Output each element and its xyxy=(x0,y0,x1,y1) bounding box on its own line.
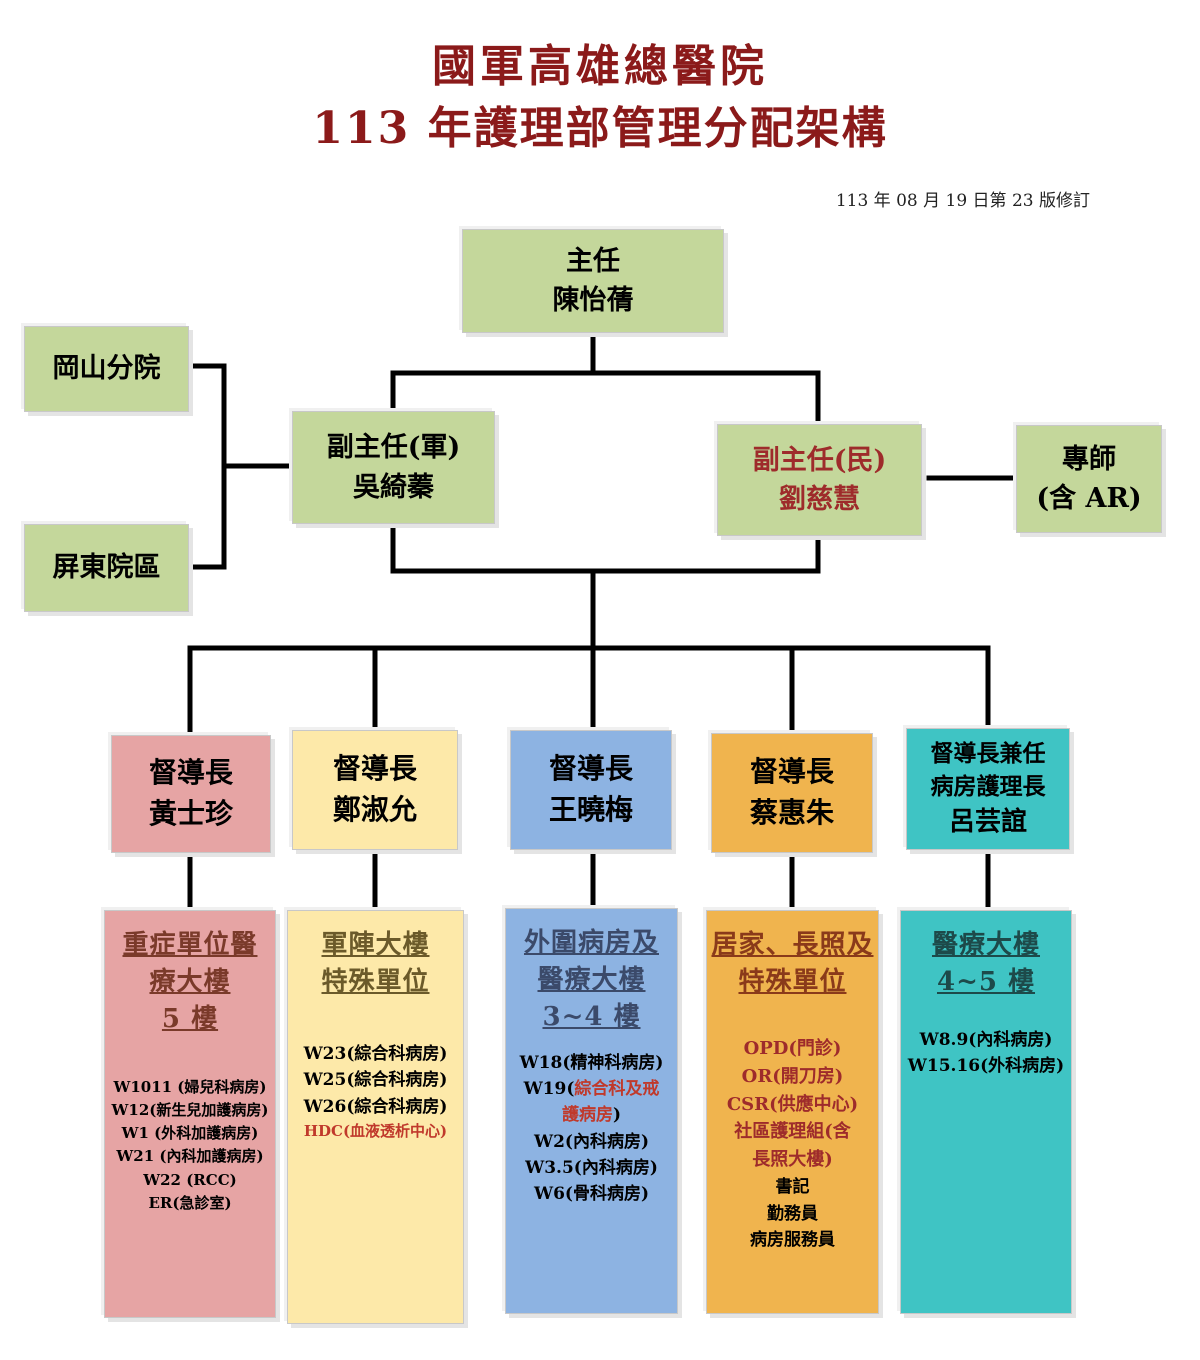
unit-1-item: ER(急診室) xyxy=(148,1193,232,1212)
revision-note: 113 年 08 月 19 日第 23 版修訂 xyxy=(835,191,1090,211)
title-chart: 113 年護理部管理分配架構 xyxy=(312,103,888,154)
unit-1-item: W1 (外科加護病房) xyxy=(121,1124,259,1143)
supervisor-box-5: 督導長兼任 病房護理長 呂芸誼 xyxy=(906,728,1070,850)
unit-column-4: 居家、長照及 特殊單位 OPD(門診) OR(開刀房) CSR(供應中心) 社區… xyxy=(706,910,879,1314)
unit-3-item: W18(精神科病房) xyxy=(519,1052,664,1073)
unit-4-item: OPD(門診) xyxy=(743,1037,842,1059)
unit-5-item: W15.16(外科病房) xyxy=(907,1056,1065,1077)
director-role: 主任 xyxy=(566,245,620,277)
specialist-box: 專師 (含 AR) xyxy=(1016,425,1162,533)
supervisor-1-name: 黃士珍 xyxy=(148,797,233,830)
supervisor-1-role: 督導長 xyxy=(148,756,233,790)
unit-1-item: W22 (RCC) xyxy=(143,1170,237,1189)
unit-3-item: W6(骨科病房) xyxy=(533,1184,649,1205)
director-name: 陳怡蒨 xyxy=(552,285,634,316)
supervisor-4-role: 督導長 xyxy=(749,755,834,789)
line-deputies xyxy=(390,523,821,651)
unit-3-item-w19-cont: 護病房) xyxy=(506,1102,677,1128)
unit-4-item: 社區護理組(含 xyxy=(734,1121,851,1143)
line-units xyxy=(187,847,991,913)
supervisor-3-name: 王曉梅 xyxy=(548,793,633,826)
unit-2-heading-2: 特殊單位 xyxy=(321,966,430,997)
unit-3-item-w19-close: ) xyxy=(612,1105,622,1126)
specialist-line1: 專師 xyxy=(1062,443,1116,475)
line-branches xyxy=(187,363,296,570)
unit-4-heading-2: 特殊單位 xyxy=(738,966,847,997)
deputy-civil-name: 劉慈慧 xyxy=(779,484,860,515)
supervisor-3-role: 督導長 xyxy=(548,752,633,786)
unit-3-item-w19-red1: 綜合科及戒 xyxy=(574,1079,660,1100)
supervisor-box-4: 督導長 蔡惠朱 xyxy=(711,733,873,853)
branch-gangshan-box: 岡山分院 xyxy=(24,326,189,412)
deputy-military-box: 副主任(軍) 吳綺蓁 xyxy=(292,411,495,524)
unit-3-item-w19-open: W19( xyxy=(523,1079,575,1100)
unit-4-item: 長照大樓) xyxy=(752,1149,833,1171)
supervisor-5-role-line1: 督導長兼任 xyxy=(930,739,1046,767)
unit-3-heading-1: 外圍病房及 xyxy=(523,928,659,958)
unit-column-5: 醫療大樓 4~5 樓 W8.9(內科病房) W15.16(外科病房) xyxy=(900,910,1072,1314)
unit-2-item: W23(綜合科病房) xyxy=(303,1043,448,1064)
unit-3-heading-3: 3~4 樓 xyxy=(542,1001,641,1032)
unit-4-item: OR(開刀房) xyxy=(741,1065,844,1087)
unit-3-item-w19-red2: 護病房 xyxy=(561,1105,613,1126)
deputy-military-role: 副主任(軍) xyxy=(326,432,461,464)
unit-3-item: W3.5(內科病房) xyxy=(525,1158,658,1179)
director-box: 主任 陳怡蒨 xyxy=(462,229,724,333)
branch-pingtung-box: 屏東院區 xyxy=(24,524,189,612)
supervisor-5-name: 呂芸誼 xyxy=(948,806,1027,837)
unit-3-item-w19: W19(綜合科及戒 xyxy=(506,1076,677,1102)
unit-2-item: W25(綜合科病房) xyxy=(303,1070,448,1091)
supervisor-2-role: 督導長 xyxy=(332,752,417,786)
deputy-civil-role: 副主任(民) xyxy=(752,444,887,476)
unit-4-heading-1: 居家、長照及 xyxy=(711,930,874,960)
unit-1-item: W21 (內科加護病房) xyxy=(116,1147,264,1166)
line-director xyxy=(390,330,821,427)
unit-column-2: 軍陣大樓 特殊單位 W23(綜合科病房) W25(綜合科病房) W26(綜合科病… xyxy=(287,910,464,1324)
title-hospital: 國軍高雄總醫院 xyxy=(432,41,768,92)
unit-4-item: CSR(供應中心) xyxy=(726,1093,859,1115)
specialist-line2: (含 AR) xyxy=(1036,483,1142,514)
supervisor-box-1: 督導長 黃士珍 xyxy=(111,735,271,853)
unit-column-1: 重症單位醫 療大樓 5 樓 W1011 (婦兒科病房) W12(新生兒加護病房)… xyxy=(104,910,276,1318)
supervisor-4-name: 蔡惠朱 xyxy=(749,796,834,829)
supervisor-box-3: 督導長 王曉梅 xyxy=(510,730,672,850)
unit-1-item: W12(新生兒加護病房) xyxy=(111,1100,269,1119)
line-bus xyxy=(187,645,991,738)
unit-2-item: W26(綜合科病房) xyxy=(303,1096,448,1117)
unit-2-item-hdc: HDC(血液透析中心) xyxy=(303,1121,448,1140)
unit-5-heading-2: 4~5 樓 xyxy=(936,966,1036,997)
unit-1-heading-3: 5 樓 xyxy=(161,1003,219,1034)
unit-3-heading-2: 醫療大樓 xyxy=(537,964,646,995)
branch-gangshan: 岡山分院 xyxy=(52,353,161,385)
unit-1-heading-1: 重症單位醫 xyxy=(122,930,258,960)
deputy-military-name: 吳綺蓁 xyxy=(353,471,434,503)
branch-pingtung: 屏東院區 xyxy=(52,552,161,584)
unit-5-heading-1: 醫療大樓 xyxy=(931,930,1040,960)
unit-3-item: W2(內科病房) xyxy=(533,1131,649,1152)
unit-4-item: 病房服務員 xyxy=(750,1229,835,1250)
unit-2-heading-1: 軍陣大樓 xyxy=(321,930,430,960)
unit-4-item: 勤務員 xyxy=(767,1203,818,1224)
supervisor-2-name: 鄭淑允 xyxy=(332,793,417,826)
unit-4-item: 書記 xyxy=(775,1177,810,1198)
unit-column-3: 外圍病房及 醫療大樓 3~4 樓 W18(精神科病房) W19(綜合科及戒 護病… xyxy=(505,908,678,1314)
supervisor-5-role-line2: 病房護理長 xyxy=(930,773,1046,801)
unit-5-item: W8.9(內科病房) xyxy=(919,1029,1053,1050)
unit-1-item: W1011 (婦兒科病房) xyxy=(113,1077,267,1096)
supervisor-box-2: 督導長 鄭淑允 xyxy=(292,730,458,850)
unit-1-heading-2: 療大樓 xyxy=(149,966,231,997)
deputy-civil-box: 副主任(民) 劉慈慧 xyxy=(717,424,922,536)
